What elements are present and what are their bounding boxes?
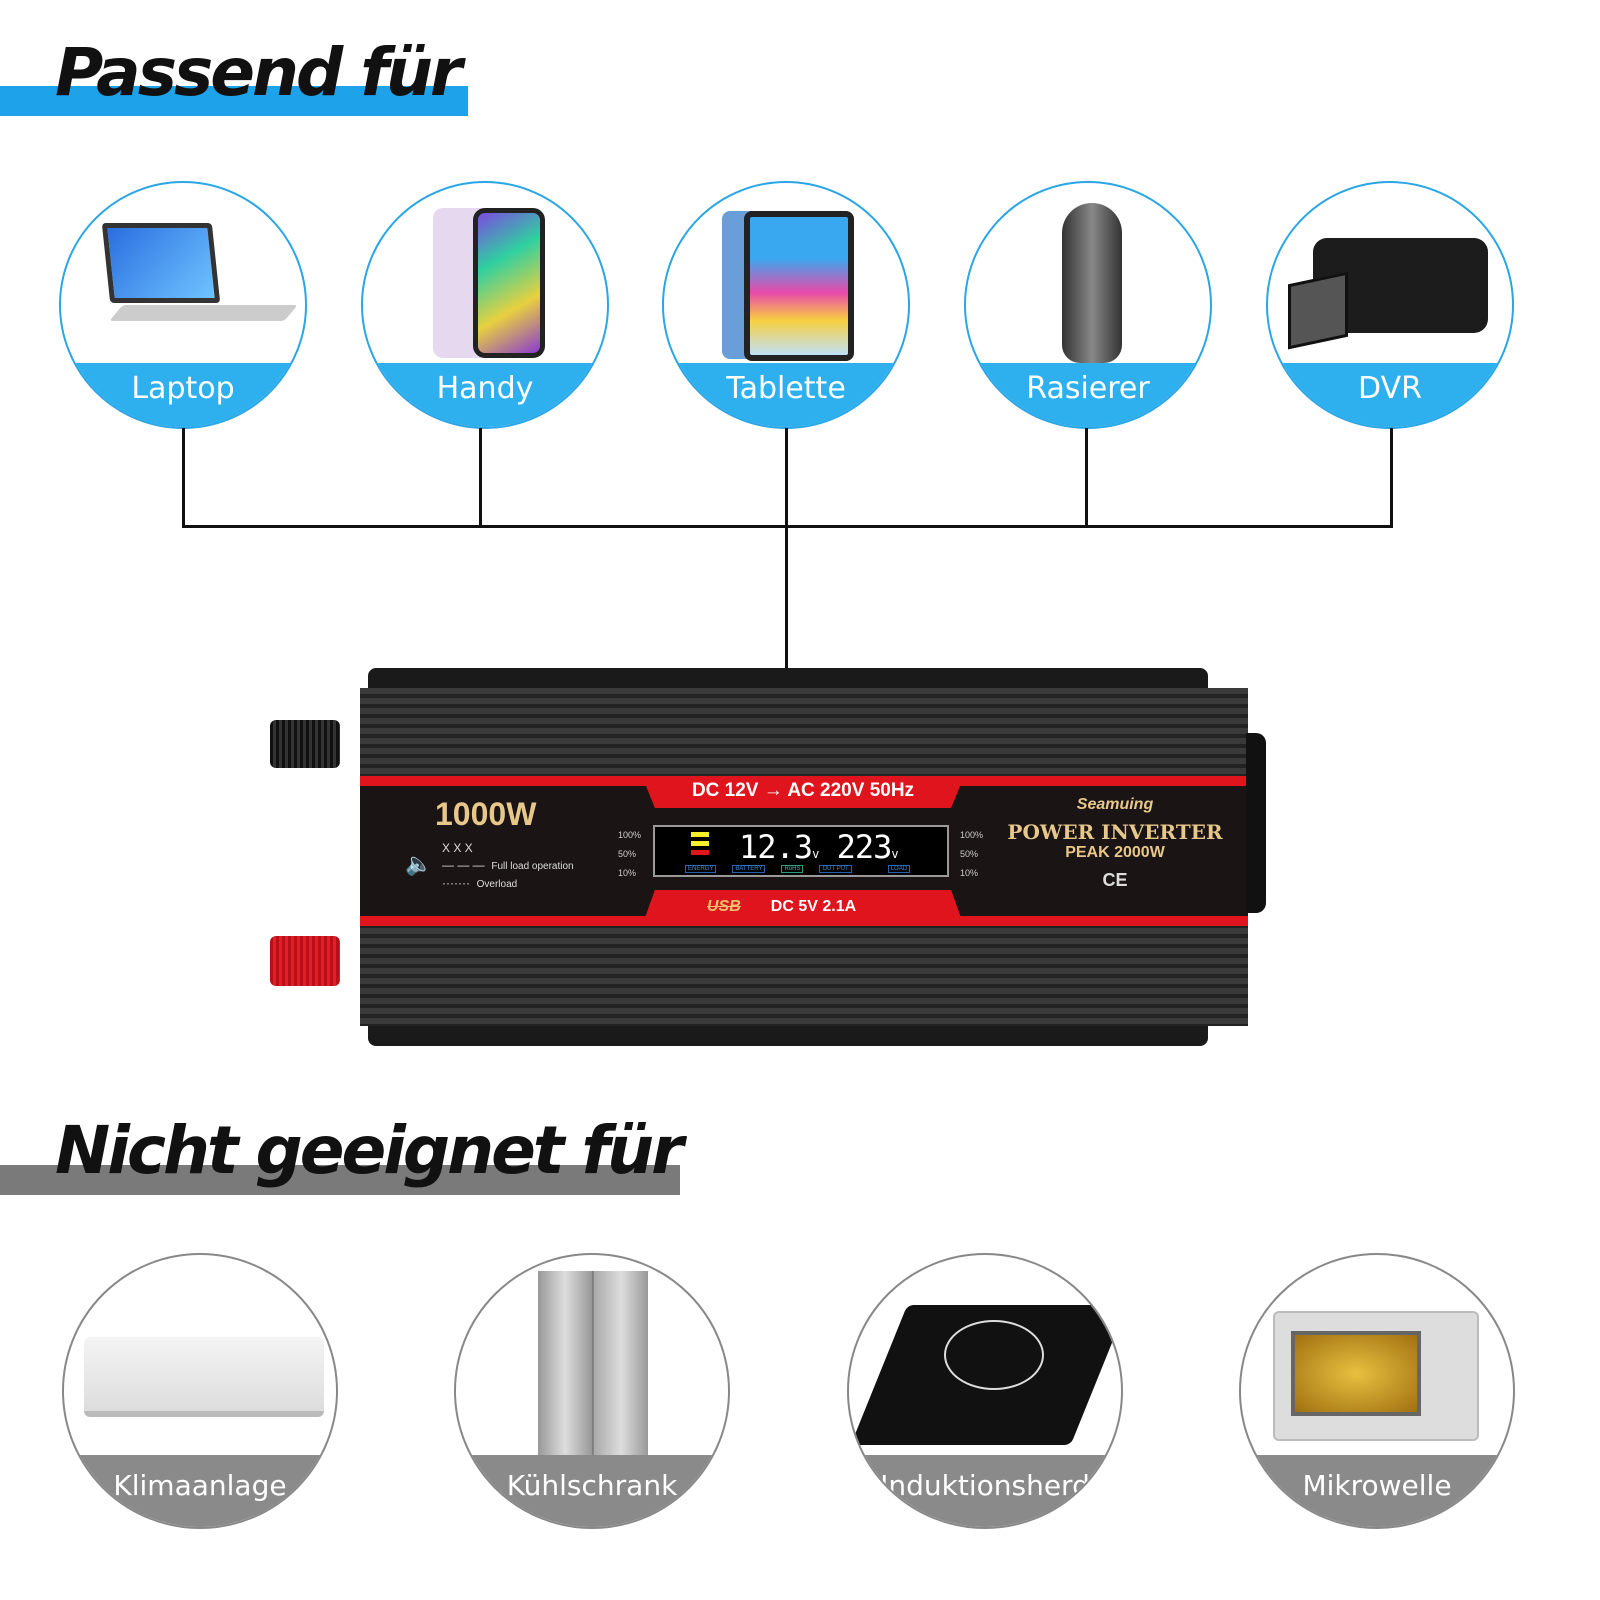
peak-power: PEAK 2000W xyxy=(1065,844,1165,861)
connector-line xyxy=(785,428,788,670)
usb-spec: DC 5V 2.1A xyxy=(770,898,857,915)
item-label: Mikrowelle xyxy=(1302,1469,1452,1502)
item-label: Handy xyxy=(436,371,534,406)
pct-label: 10% xyxy=(618,868,637,878)
suitable-item-camcorder: DVR xyxy=(1266,181,1514,429)
product-name: POWER INVERTER xyxy=(1007,820,1223,844)
usb-label: USB xyxy=(707,898,741,915)
item-label: DVR xyxy=(1358,371,1422,406)
unsuitable-item-microwave: Mikrowelle xyxy=(1239,1253,1515,1529)
suitable-item-shaver: Rasierer xyxy=(964,181,1212,429)
pct-label: 50% xyxy=(960,849,979,859)
pct-label: 100% xyxy=(960,830,984,840)
tablet-icon xyxy=(744,211,854,361)
lcd-input-voltage: 12.3 xyxy=(739,828,813,866)
lcd-output-voltage: 223 xyxy=(836,828,893,866)
item-label: Laptop xyxy=(131,371,235,406)
brand-name: Seamuing xyxy=(1076,796,1154,813)
connector-line xyxy=(182,525,1393,528)
pct-label: 50% xyxy=(618,849,637,859)
suitable-item-tablet: Tablette xyxy=(662,181,910,429)
unsuitable-item-fridge: Kühlschrank xyxy=(454,1253,730,1529)
item-label: Kühlschrank xyxy=(506,1469,678,1502)
unsuitable-title-bar xyxy=(0,1165,680,1195)
fridge-icon xyxy=(538,1271,648,1471)
suitable-title: Passend für xyxy=(55,34,462,111)
item-label: Tablette xyxy=(726,371,846,406)
connector-line xyxy=(1390,428,1393,528)
suitable-item-phone: Handy xyxy=(361,181,609,429)
lcd-tag: LOAD xyxy=(887,865,911,873)
unsuitable-item-induction: Induktionsherd xyxy=(847,1253,1123,1529)
suitable-item-laptop: Laptop xyxy=(59,181,307,429)
laptop-icon xyxy=(101,223,221,303)
pct-label: 10% xyxy=(960,868,979,878)
unsuitable-title: Nicht geeignet für xyxy=(55,1112,684,1189)
phone-icon xyxy=(473,208,545,358)
suitable-title-bar xyxy=(0,86,468,116)
item-label: Klimaanlage xyxy=(113,1469,287,1502)
conversion-label: DC 12V → AC 220V 50Hz xyxy=(642,776,964,808)
lcd-tag: ENERGY xyxy=(685,865,717,873)
air-conditioner-icon xyxy=(84,1337,324,1417)
lcd-unit: v xyxy=(891,847,898,861)
lcd-tag: BATTERY xyxy=(732,865,766,873)
connector-line xyxy=(479,428,482,528)
overload-label: Overload xyxy=(476,879,518,890)
power-rating: 1000W xyxy=(435,796,537,832)
ce-mark: CE xyxy=(1102,870,1128,890)
power-inverter: DC 12V → AC 220V 50Hz USB DC 5V 2.1A 100… xyxy=(270,668,1266,1046)
item-label: Induktionsherd xyxy=(880,1469,1090,1502)
alarm-xxx: X X X xyxy=(442,841,473,855)
lcd-unit: v xyxy=(812,847,819,861)
full-load-label: Full load operation xyxy=(491,861,574,872)
ac-socket xyxy=(1246,733,1266,913)
connector-line xyxy=(1085,428,1088,528)
shaver-icon xyxy=(1062,203,1122,363)
lcd-display: 12.3v 223v ENERGY BATTERY RoHS OUT PUT L… xyxy=(653,825,949,877)
item-label: Rasierer xyxy=(1026,371,1150,406)
positive-terminal xyxy=(270,936,340,986)
lcd-tag: RoHS xyxy=(781,865,804,873)
pct-label: 100% xyxy=(618,830,642,840)
lcd-tag: OUT PUT xyxy=(819,865,852,873)
unsuitable-item-air-conditioner: Klimaanlage xyxy=(62,1253,338,1529)
speaker-icon: 🔈 xyxy=(405,851,433,876)
connector-line xyxy=(182,428,185,528)
energy-bars xyxy=(691,832,709,855)
negative-terminal xyxy=(270,720,340,768)
